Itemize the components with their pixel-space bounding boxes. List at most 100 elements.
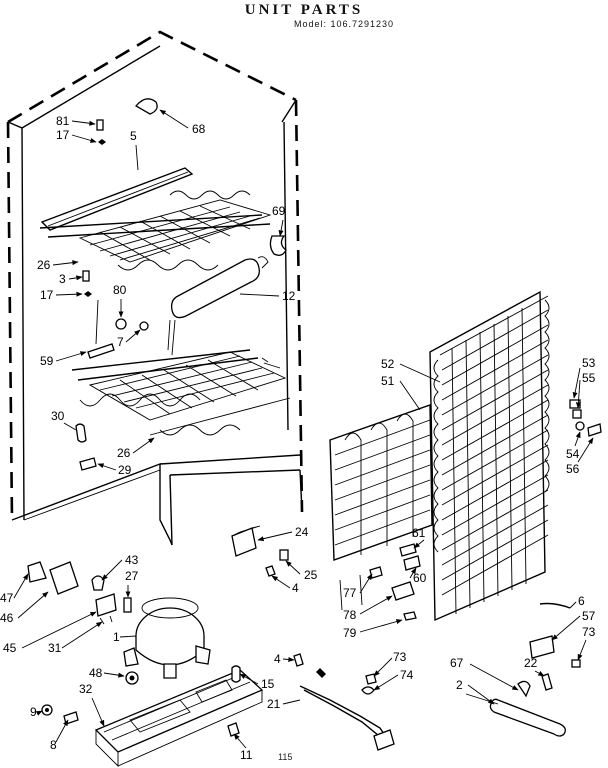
- callout-55: 55: [582, 371, 596, 385]
- screw-81-part: [96, 119, 104, 131]
- bracket-60-part: [403, 555, 421, 571]
- callout-59: 59: [40, 354, 54, 368]
- callout-7: 7: [117, 335, 124, 349]
- clip-17-part: [98, 139, 106, 145]
- callout-73: 73: [582, 625, 596, 639]
- callout-74: 74: [400, 668, 414, 682]
- drier-2-part: [489, 698, 566, 737]
- callout-69: 69: [272, 204, 286, 218]
- grommet-7-part: [139, 321, 149, 331]
- callout-21: 21: [267, 697, 281, 711]
- callout-labels: 81 17 5 68 69 26 3 17 80 12 7 59 30 26 2…: [0, 114, 596, 762]
- callout-54: 54: [566, 447, 580, 461]
- screw-79-part: [403, 611, 417, 621]
- drier-and-clamps: [465, 602, 581, 737]
- callout-52: 52: [381, 357, 395, 371]
- callout-26: 26: [37, 258, 51, 272]
- clip-74-part: [361, 686, 375, 695]
- clip-68-part: [135, 98, 158, 115]
- callout-26: 26: [117, 446, 131, 460]
- small-fasteners-upper: [75, 98, 287, 471]
- clamp-67-part: [517, 680, 531, 698]
- leader-lines: [13, 109, 594, 749]
- wiring-harness-part: [227, 653, 395, 751]
- clip-17b-part: [84, 291, 92, 297]
- screw-8-part: [63, 711, 79, 725]
- callout-4: 4: [292, 581, 299, 595]
- callout-68: 68: [192, 122, 206, 136]
- callout-60: 60: [413, 571, 427, 585]
- callout-51: 51: [381, 374, 395, 388]
- callout-12: 12: [282, 289, 296, 303]
- callout-73: 73: [393, 650, 407, 664]
- relay-24-part: [231, 527, 257, 557]
- shelf-rail-part: [40, 167, 194, 231]
- page-title: UNIT PARTS: [244, 2, 364, 18]
- accumulator-tube-part: [167, 256, 269, 356]
- screw-4b-part: [293, 653, 304, 667]
- lower-evaporator-shelf: [71, 349, 291, 436]
- callout-61: 61: [412, 526, 426, 540]
- overload-43-part: [91, 575, 105, 591]
- callout-25: 25: [304, 568, 318, 582]
- callout-53: 53: [582, 356, 596, 370]
- callout-6: 6: [578, 594, 585, 608]
- callout-1: 1: [113, 630, 120, 644]
- callout-67: 67: [450, 656, 464, 670]
- clip-73a-part: [365, 673, 377, 685]
- callout-8: 8: [50, 738, 57, 752]
- clip-47-part: [27, 561, 47, 583]
- screw-73b-part: [571, 659, 581, 668]
- fitting-56-part: [587, 423, 602, 437]
- callout-78: 78: [343, 608, 357, 622]
- screw-3-part: [82, 270, 90, 282]
- callout-48: 48: [89, 666, 103, 680]
- screw-27-part: [123, 597, 132, 613]
- callout-30: 30: [51, 409, 65, 423]
- screw-4a-part: [265, 565, 276, 577]
- callout-46: 46: [0, 611, 14, 625]
- callout-4: 4: [274, 652, 281, 666]
- condenser-coil-part: [429, 290, 550, 622]
- screw-11-part: [227, 722, 240, 737]
- terminal-cover-parts: [27, 561, 132, 625]
- callout-17: 17: [56, 128, 70, 142]
- callout-31: 31: [48, 641, 62, 655]
- callout-29: 29: [118, 463, 132, 477]
- compressor-base-part: [94, 669, 264, 768]
- secondary-condenser-part: [329, 404, 433, 561]
- callout-81: 81: [56, 114, 70, 128]
- base-screws: [41, 704, 79, 725]
- fitting-55-part: [572, 409, 582, 419]
- bracket-57-part: [529, 635, 555, 659]
- page-number: 115: [278, 752, 293, 762]
- callout-5: 5: [130, 129, 137, 143]
- clip-69-part: [269, 235, 287, 256]
- clip-78-part: [391, 581, 415, 601]
- bracket-61-part: [399, 543, 417, 557]
- callout-17: 17: [40, 288, 54, 302]
- screw-25-part: [279, 549, 289, 561]
- tube-6-part: [539, 602, 571, 609]
- callout-32: 32: [79, 682, 93, 696]
- callout-56: 56: [566, 462, 580, 476]
- compressor-part: [123, 597, 211, 685]
- cabinet-outline: [6, 30, 304, 546]
- callout-11: 11: [240, 748, 253, 762]
- bracket-59-part: [87, 343, 115, 359]
- callout-15: 15: [261, 677, 275, 691]
- callout-57: 57: [582, 609, 596, 623]
- callout-43: 43: [125, 553, 139, 567]
- relay-31-part: [95, 593, 117, 617]
- callout-24: 24: [295, 525, 309, 539]
- screw-15-part: [231, 665, 241, 683]
- fitting-54-part: [575, 421, 585, 431]
- callout-80: 80: [113, 283, 127, 297]
- grommet-80-part: [115, 318, 127, 330]
- cover-46-part: [49, 561, 79, 595]
- drier-fittings-part: [569, 399, 602, 437]
- callout-22: 22: [524, 656, 538, 670]
- callout-77: 77: [343, 586, 357, 600]
- callout-47: 47: [0, 591, 14, 605]
